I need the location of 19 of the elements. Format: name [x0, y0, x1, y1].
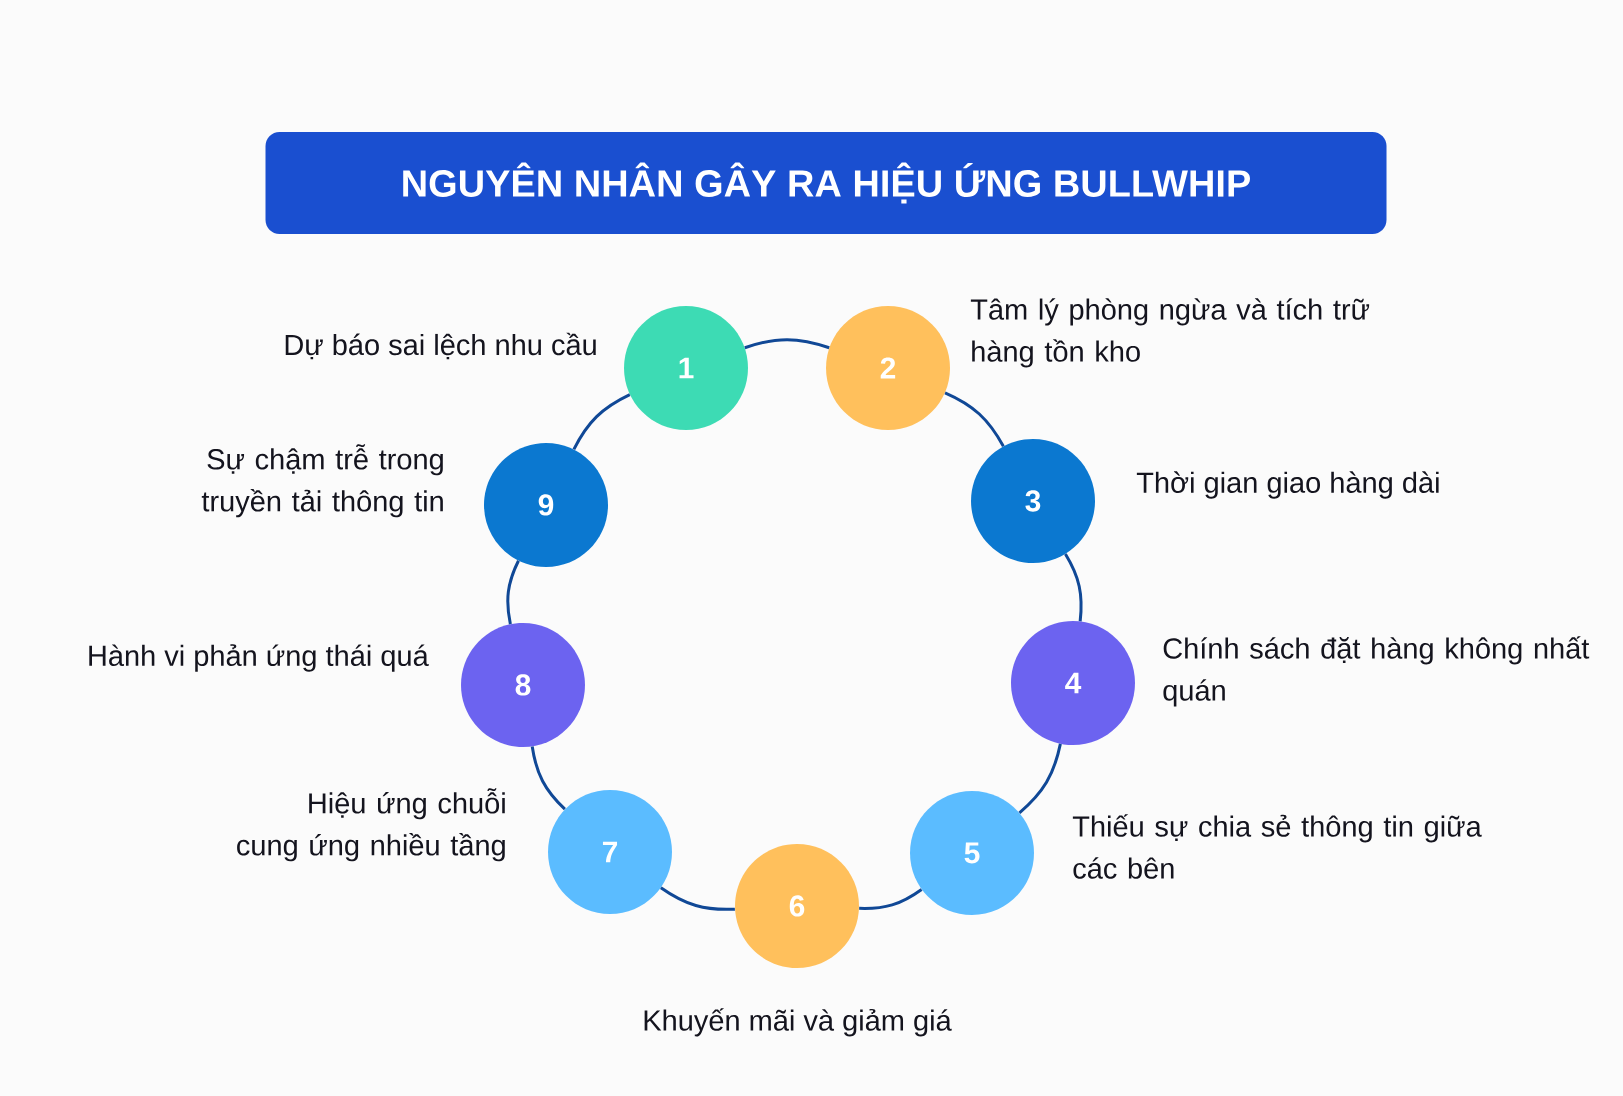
- ring-arc: [1018, 743, 1062, 814]
- description-text: Hành vi phản ứng thái quá: [89, 644, 429, 672]
- description-text: Chính sách đặt hàng không nhất quán: [1163, 636, 1590, 707]
- description-text: Dự báo sai lệch nhu cầu: [285, 332, 596, 360]
- description-text: Sự chậm trễ trong truyền tải thông tin: [201, 444, 443, 518]
- ring-arc: [944, 391, 1005, 448]
- ring-arc: [660, 886, 735, 911]
- ring-arc: [572, 393, 631, 451]
- title-banner: NGUYÊN NHÂN GÂY RA HIỆU ỨNG BULLWHIP: [265, 132, 1387, 234]
- description-text: Hiệu ứng chuỗi cung ứng nhiều tầng: [237, 788, 505, 862]
- ring-arc: [506, 560, 520, 625]
- description-text: Thiếu sự chia sẻ thông tin giữa các bên: [1072, 814, 1482, 879]
- ring-arc: [1064, 553, 1083, 622]
- description-text: Tâm lý phòng ngừa và tích trữ hàng tồn kho: [970, 298, 1370, 368]
- ring-arc: [530, 746, 566, 811]
- description-text: Khuyến mãi và giảm giá: [644, 1008, 952, 1037]
- ring-arc: [744, 338, 830, 350]
- ring-arc: [859, 888, 923, 910]
- description-text: Thời gian giao hàng dài: [1136, 471, 1439, 499]
